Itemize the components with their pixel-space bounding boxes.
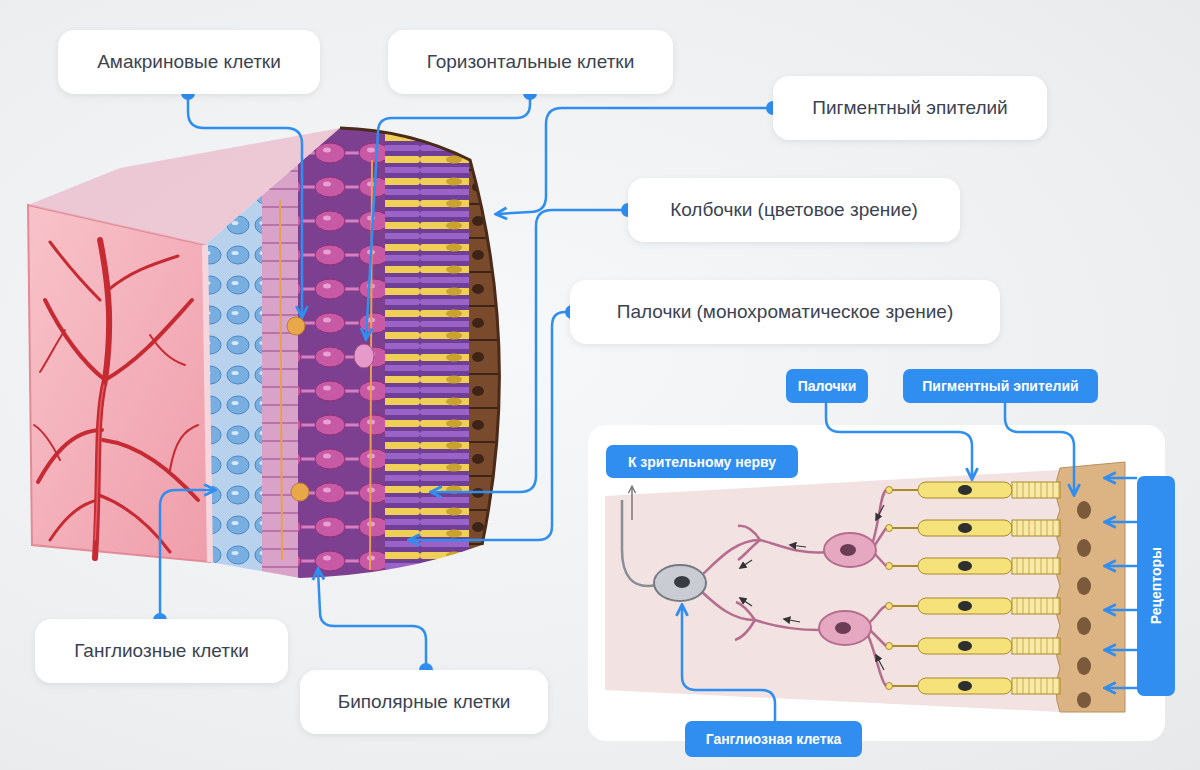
inset-panel-part-part xyxy=(876,655,884,670)
label-text: Горизонтальные клетки xyxy=(427,51,635,73)
inset-panel-part xyxy=(824,533,876,567)
leader-lines-part xyxy=(1106,565,1137,568)
blood-vessels-part xyxy=(50,500,98,540)
inset-panel-part xyxy=(886,598,1061,614)
leader-lines xyxy=(160,93,1137,721)
retina-block-part-part xyxy=(198,110,262,590)
label-text: Пигментный эпителий xyxy=(922,378,1078,394)
inset-panel-part-part xyxy=(702,540,826,575)
inset-panel-part xyxy=(819,611,871,645)
inset-panel-part-part xyxy=(868,606,886,624)
leader-lines-part xyxy=(1106,687,1137,690)
label-text: Биполярные клетки xyxy=(338,691,511,713)
leader-lines-part xyxy=(318,570,426,670)
blood-vessels-part xyxy=(95,385,104,540)
leader-lines-part xyxy=(1106,521,1137,524)
inset-panel-part xyxy=(886,558,1061,574)
inset-panel-part xyxy=(622,500,656,586)
label-tag: Пигментный эпителий xyxy=(903,369,1098,403)
leader-lines-part xyxy=(366,93,530,338)
label-text: Колбочки (цветовое зрение) xyxy=(670,199,918,221)
inset-panel-part-part xyxy=(738,526,760,560)
inset-panel-part-part xyxy=(876,505,884,520)
retina-block-part xyxy=(205,245,210,562)
blood-vessels-part xyxy=(45,300,105,380)
inset-panel-part xyxy=(1056,462,1125,712)
inset-panel-part xyxy=(886,638,1061,654)
leader-lines-part xyxy=(1106,649,1137,652)
label-text: К зрительному нерву xyxy=(628,454,776,470)
retina-block xyxy=(28,110,529,590)
inset-panel-part xyxy=(1077,617,1091,635)
inset-panel-part xyxy=(588,425,1165,741)
retina-block-part xyxy=(287,317,305,335)
inset-panel-part-part xyxy=(784,619,800,622)
callout-box: Биполярные клетки xyxy=(300,670,548,734)
inset-panel-part xyxy=(886,678,1061,694)
inset-panel-part xyxy=(605,470,1060,712)
blood-vessels-part xyxy=(105,300,192,380)
leader-lines-part xyxy=(1005,403,1074,494)
leader-lines-part xyxy=(432,210,628,492)
inset-panel-part-part xyxy=(790,545,806,547)
retina-block-part xyxy=(354,344,374,368)
inset-panel-part xyxy=(674,576,690,588)
inset-panel-part-part xyxy=(740,598,752,606)
label-tag: Ганглиозная клетка xyxy=(685,721,862,757)
inset-panel-part xyxy=(835,622,851,634)
label-text: Пигментный эпителий xyxy=(812,97,1007,119)
retina-block-part xyxy=(291,483,309,501)
inset-panel-part xyxy=(631,487,633,520)
inset-panel-part xyxy=(654,565,706,601)
leader-lines-part xyxy=(160,490,214,620)
label-tag: Палочки xyxy=(786,369,868,403)
leader-lines-part xyxy=(1106,609,1137,612)
label-text: Амакриновые клетки xyxy=(97,51,281,73)
inset-panel-part xyxy=(702,490,886,686)
callout-box: Ганглиозные клетки xyxy=(35,619,288,683)
blood-vessels-part xyxy=(108,256,178,290)
retina-block-part xyxy=(198,110,529,590)
blood-vessels-part xyxy=(50,242,100,300)
inset-panel-part xyxy=(1077,692,1091,708)
label-tag: Рецепторы xyxy=(1137,476,1175,696)
blood-vessels-part xyxy=(95,240,109,558)
inset-panel xyxy=(588,425,1165,741)
callout-box: Амакриновые клетки xyxy=(58,30,320,94)
inset-panel-part xyxy=(886,520,1061,536)
inset-panel-part-part xyxy=(735,602,755,640)
label-tag: К зрительному нерву xyxy=(606,445,798,478)
retina-block-part xyxy=(340,128,499,545)
callout-box: Колбочки (цветовое зрение) xyxy=(628,178,960,242)
inset-panel-part xyxy=(840,544,856,556)
blood-vessels-part xyxy=(34,330,198,470)
leader-dots xyxy=(153,86,780,677)
leader-lines-part xyxy=(188,93,302,316)
inset-panel-part-part xyxy=(702,592,820,630)
leader-lines-part xyxy=(826,403,972,478)
leader-lines-part xyxy=(682,606,775,721)
label-text: Палочки (монохроматическое зрение) xyxy=(617,301,954,323)
callout-box: Пигментный эпителий xyxy=(773,76,1047,140)
retina-block-part-part xyxy=(385,110,469,590)
label-text: Ганглиозные клетки xyxy=(74,640,249,662)
inset-panel-part xyxy=(1077,539,1091,557)
callout-box: Палочки (монохроматическое зрение) xyxy=(570,280,1000,344)
leader-lines-part xyxy=(410,312,572,540)
callout-box: Горизонтальные клетки xyxy=(388,30,673,94)
inset-panel-part-part xyxy=(740,560,752,568)
retina-block-part xyxy=(28,205,210,562)
inset-panel-part xyxy=(1077,657,1091,675)
label-text: Ганглиозная клетка xyxy=(706,731,842,747)
inset-panel-part xyxy=(740,505,884,670)
blood-vessels xyxy=(34,240,198,558)
inset-panel-part xyxy=(1077,501,1091,519)
label-text: Рецепторы xyxy=(1148,547,1164,624)
inset-panel-part xyxy=(1077,577,1091,595)
leader-lines-part xyxy=(1106,477,1137,480)
inset-panel-part-part xyxy=(868,635,886,686)
label-text: Палочки xyxy=(798,378,857,394)
inset-panel-part xyxy=(886,482,1061,498)
